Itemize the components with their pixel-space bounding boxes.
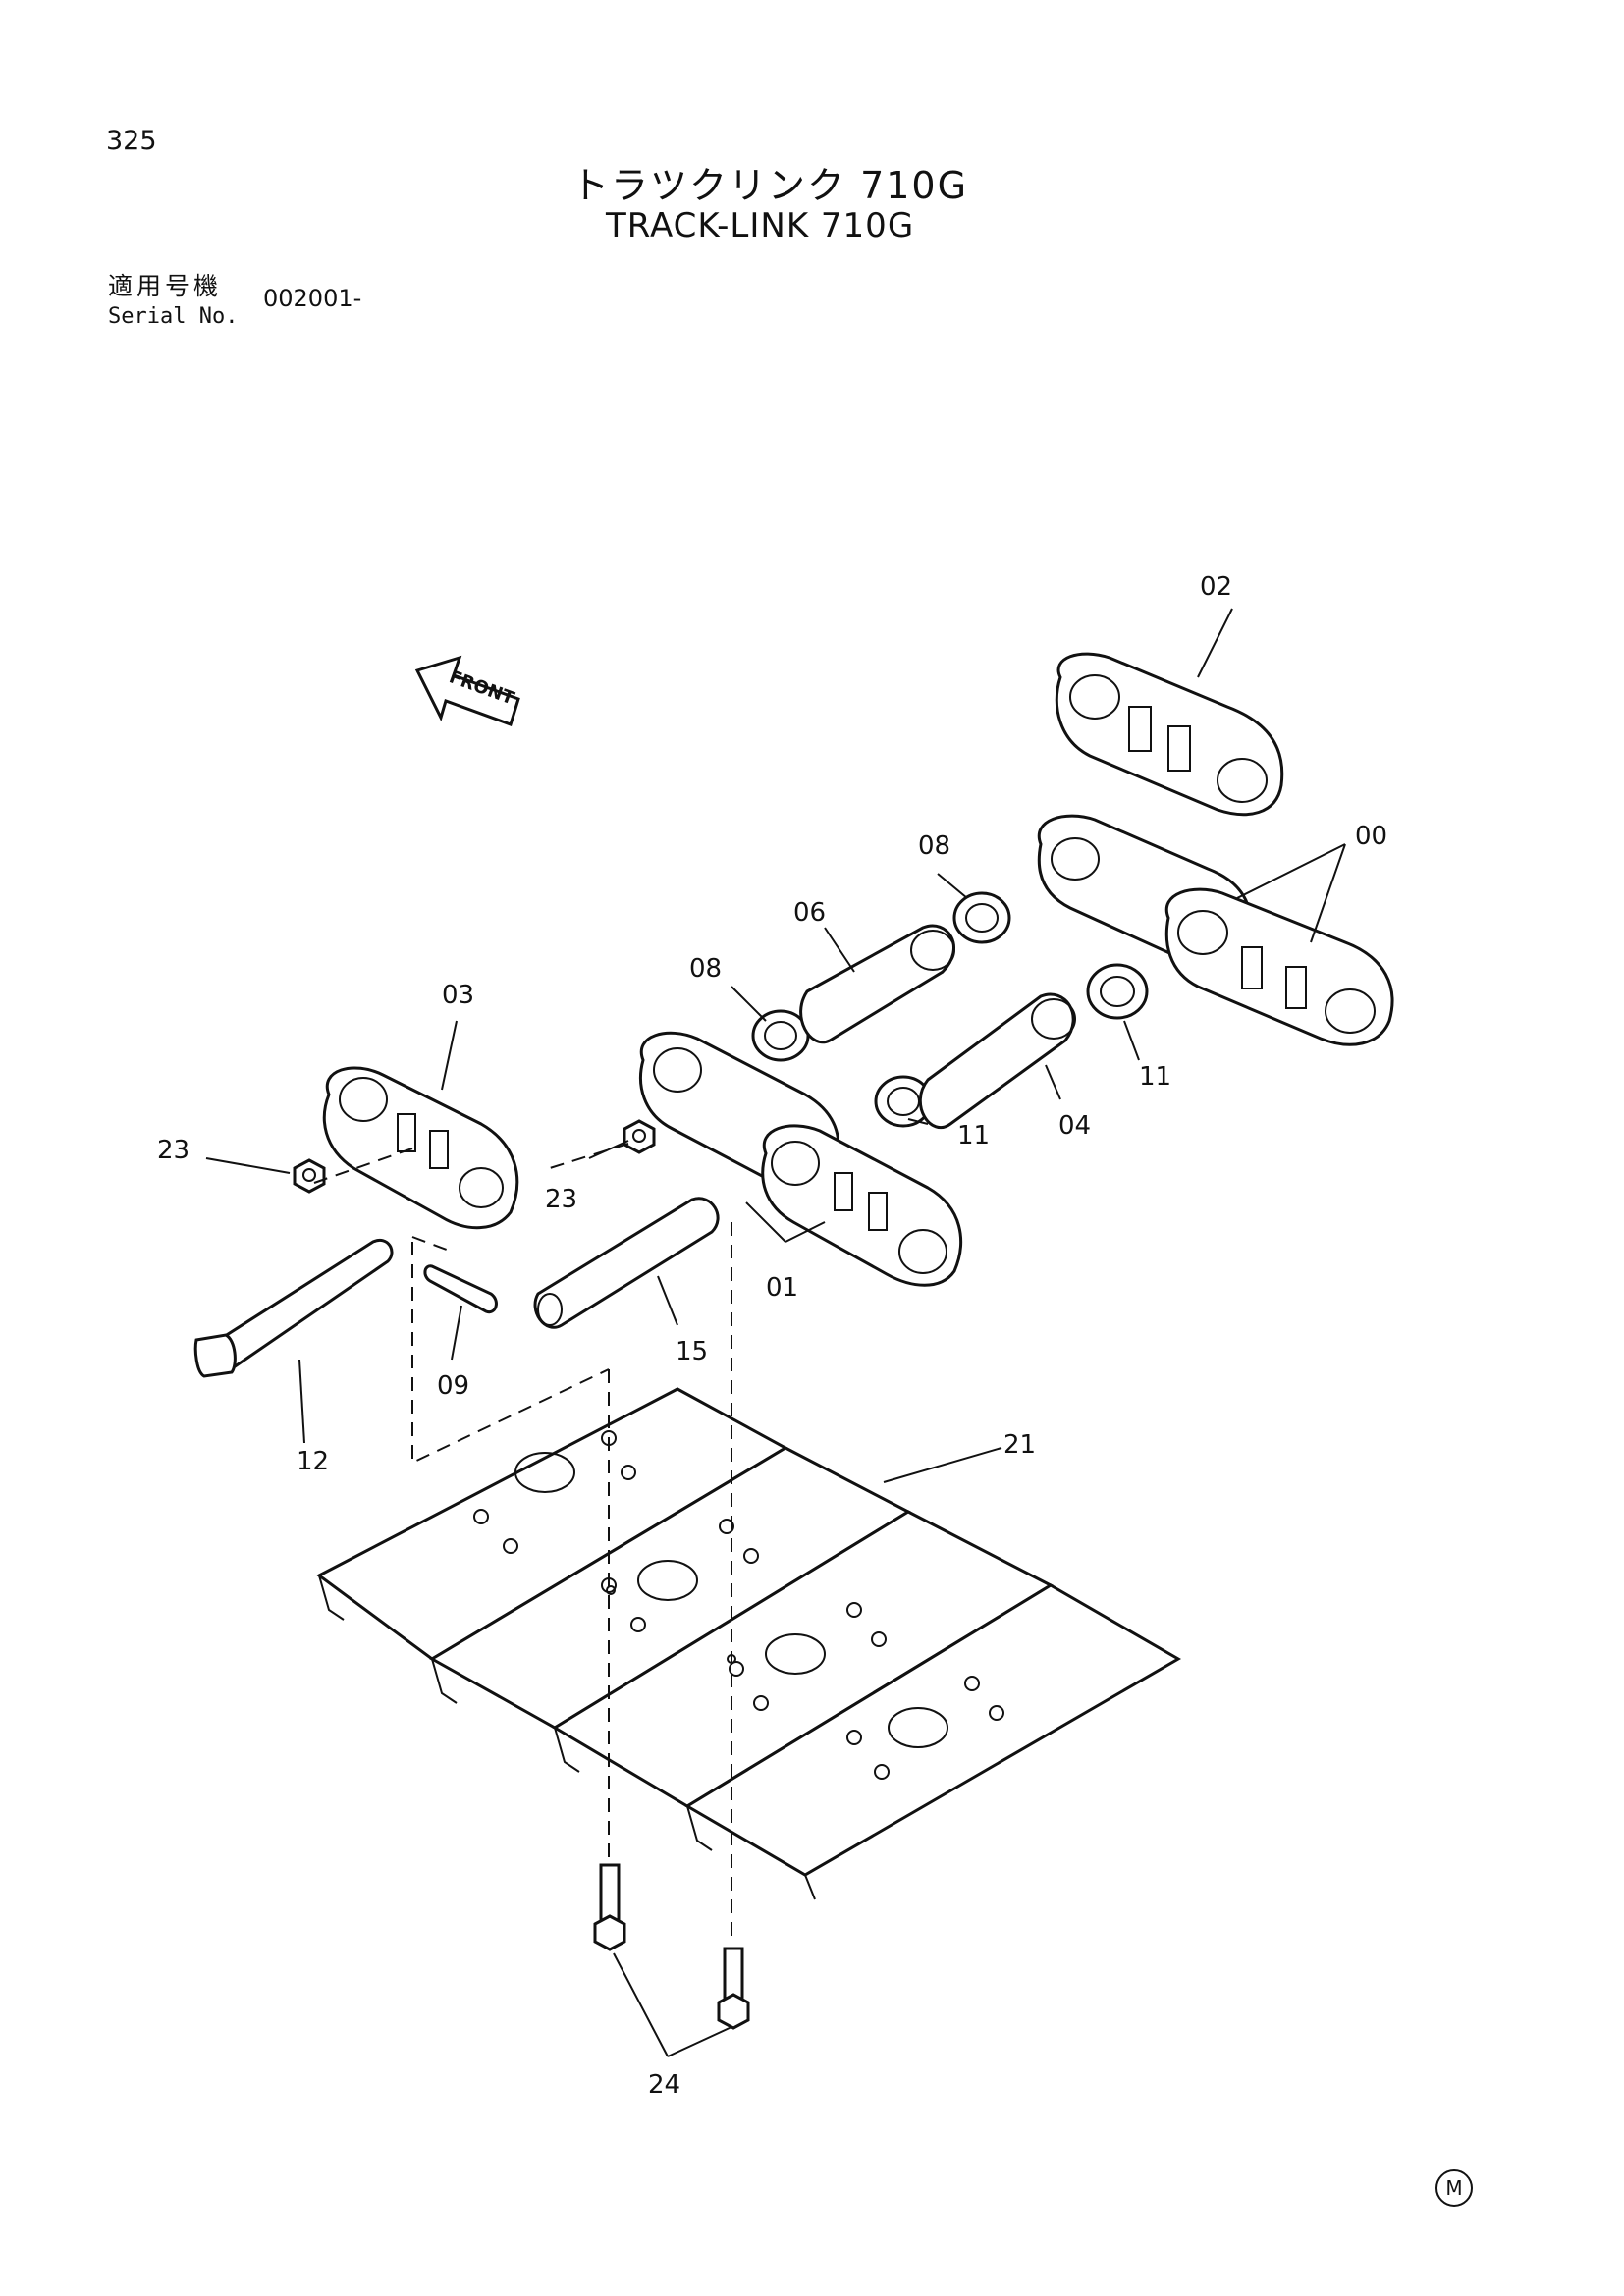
nut-23-left xyxy=(293,1158,326,1194)
link-pair-00 xyxy=(1037,814,1394,1046)
label-23-left: 23 xyxy=(157,1136,189,1165)
bushing-04 xyxy=(918,992,1076,1129)
label-00: 00 xyxy=(1355,822,1387,851)
label-08-upper: 08 xyxy=(918,831,950,861)
front-arrow-icon: FRONT xyxy=(414,655,520,726)
page-title-english: TRACK-LINK 710G xyxy=(606,206,915,245)
label-11-right: 11 xyxy=(1139,1062,1171,1092)
label-02: 02 xyxy=(1200,572,1232,602)
link-02 xyxy=(1055,652,1284,817)
label-21: 21 xyxy=(1003,1430,1036,1460)
label-04: 04 xyxy=(1058,1111,1091,1141)
manufacturer-mark: M xyxy=(1435,2169,1473,2207)
page-title-japanese: トラツクリンク 710G xyxy=(571,164,969,207)
bolt-24-right xyxy=(717,1947,750,2030)
track-shoes-21 xyxy=(316,1387,1181,1900)
page-number: 325 xyxy=(106,126,157,156)
bolt-24-left xyxy=(593,1863,626,1951)
serial-label-japanese: 適用号機 xyxy=(108,272,223,300)
link-pair-01 xyxy=(639,1031,962,1287)
label-15: 15 xyxy=(676,1337,708,1366)
serial-label-english: Serial No. xyxy=(108,304,239,329)
link-03 xyxy=(322,1066,519,1230)
label-06: 06 xyxy=(793,898,826,928)
label-03: 03 xyxy=(442,981,474,1010)
label-24: 24 xyxy=(648,2070,680,2100)
label-11-lower: 11 xyxy=(957,1121,990,1150)
pin-15 xyxy=(533,1197,720,1329)
pin-12 xyxy=(193,1238,394,1378)
serial-number-value: 002001- xyxy=(263,285,362,312)
label-23-center: 23 xyxy=(545,1185,577,1214)
label-12: 12 xyxy=(297,1447,329,1476)
bushing-06 xyxy=(799,924,955,1044)
seal-08-upper xyxy=(952,891,1011,944)
label-01: 01 xyxy=(766,1273,798,1303)
nut-23-center xyxy=(623,1119,656,1154)
spacer-11-upper xyxy=(1086,963,1149,1020)
label-08-lower: 08 xyxy=(689,954,722,984)
pin-09 xyxy=(423,1264,498,1314)
label-09: 09 xyxy=(437,1371,469,1401)
